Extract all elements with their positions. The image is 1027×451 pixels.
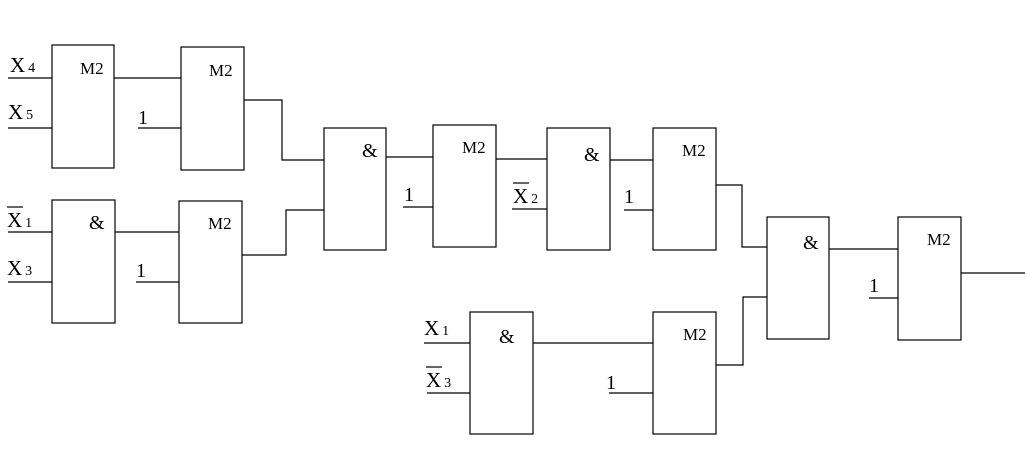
- gate-label: M2: [209, 61, 233, 80]
- gate-g5: &: [323, 127, 387, 251]
- gate-label: &: [499, 326, 515, 348]
- gate-label: &: [89, 212, 105, 234]
- wire-g2-g5: [244, 99, 324, 161]
- gate-g1: M2: [51, 44, 115, 169]
- gate-g6: M2: [432, 124, 497, 248]
- gate-label: &: [584, 144, 600, 166]
- wire-g4-g5: [242, 209, 324, 256]
- wire-g8-g11: [716, 184, 767, 248]
- gate-label: M2: [927, 230, 951, 249]
- gate-g12: M2: [897, 216, 962, 341]
- wires: [8, 77, 1025, 394]
- gate-g4: M2: [178, 200, 243, 324]
- gate-g7: &: [546, 127, 611, 251]
- gate-g11: &: [766, 216, 830, 340]
- gate-label: M2: [682, 141, 706, 160]
- gate-g9: &: [469, 311, 534, 435]
- gate-g3: &: [51, 199, 116, 324]
- gate-g2: M2: [180, 46, 245, 171]
- gate-g10: M2: [652, 311, 717, 435]
- gate-label: M2: [683, 325, 707, 344]
- const-one-label: 1: [136, 260, 146, 282]
- gate-label: &: [362, 140, 378, 162]
- gate-label: M2: [208, 214, 232, 233]
- gate-label: &: [803, 232, 819, 254]
- gate-label: M2: [80, 59, 104, 78]
- const-one-label: 1: [606, 372, 616, 394]
- wire-g10-g11: [716, 296, 767, 366]
- const-one-label: 1: [404, 184, 414, 206]
- gate-label: M2: [462, 138, 486, 157]
- const-one-label: 1: [624, 186, 634, 208]
- gate-g8: M2: [652, 127, 717, 251]
- const-one-label: 1: [869, 275, 879, 297]
- const-one-label: 1: [138, 107, 148, 129]
